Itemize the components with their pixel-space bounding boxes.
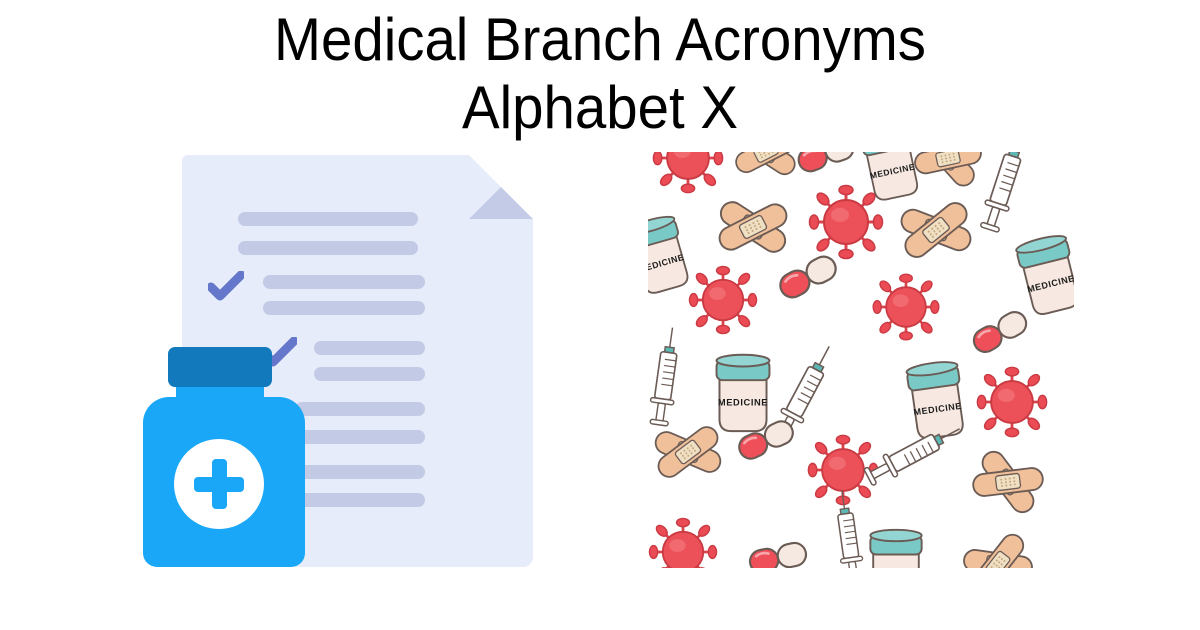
virus-icon: [688, 265, 758, 335]
bottle-cap: [168, 347, 272, 387]
document-text-line: [238, 212, 418, 226]
document-text-line: [263, 275, 425, 289]
medicine-bottle-icon: [143, 347, 305, 567]
medical-pattern-illustration: MEDICINE: [648, 152, 1074, 568]
prescription-illustration: [143, 155, 533, 567]
document-text-line: [295, 493, 425, 507]
document-text-line: [295, 402, 425, 416]
document-text-line: [295, 465, 425, 479]
virus-icon: [808, 184, 884, 260]
document-checkmark-icon: [208, 271, 244, 301]
page-title-line-2: Alphabet X: [462, 74, 738, 141]
medicine-bottle-icon: [715, 353, 771, 433]
document-text-line: [314, 341, 425, 355]
virus-icon: [871, 272, 941, 342]
medicine-bottle-icon: [869, 528, 923, 568]
virus-icon: [975, 365, 1049, 439]
document-fold-mask: [469, 155, 533, 219]
document-text-line: [238, 241, 418, 255]
document-text-line: [263, 301, 425, 315]
page-title-line-1: Medical Branch Acronyms: [273, 6, 926, 73]
document-text-line: [295, 430, 425, 444]
plus-icon-horizontal: [194, 477, 244, 492]
page-title: Medical Branch Acronyms Alphabet X: [0, 6, 1200, 142]
document-text-line: [314, 367, 425, 381]
